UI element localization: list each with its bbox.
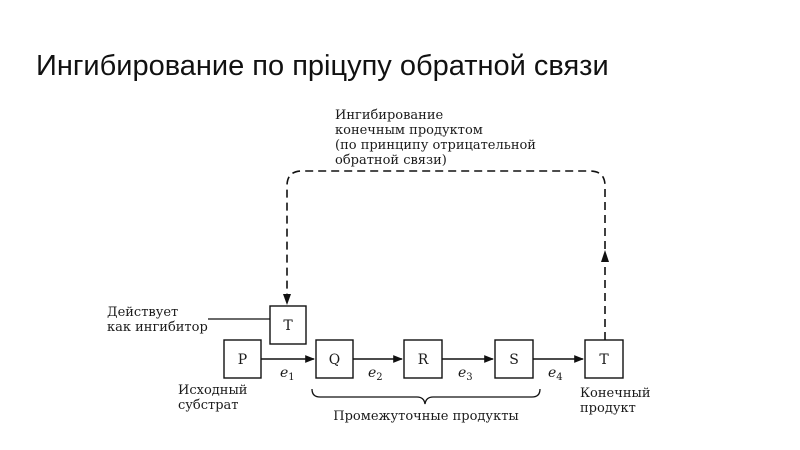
intermediates-brace bbox=[311, 388, 541, 405]
feedback-note-line-3: (по принципу отрицательной bbox=[335, 138, 536, 153]
feedback-down-arrowhead bbox=[283, 294, 291, 305]
enzyme-e3: e3 bbox=[458, 365, 473, 383]
intermediates-caption: Промежуточные продукты bbox=[333, 409, 518, 424]
svg-text:T: T bbox=[599, 352, 609, 368]
enzyme-e4: e4 bbox=[548, 365, 563, 383]
svg-text:Q: Q bbox=[329, 352, 340, 368]
node-s: S bbox=[494, 339, 534, 379]
inhibitor-box-label: T bbox=[283, 318, 293, 334]
svg-text:P: P bbox=[238, 352, 247, 368]
enzyme-e1: e1 bbox=[280, 365, 295, 383]
feedback-note-line-1: Ингибирование bbox=[335, 108, 444, 123]
enzyme-e2: e2 bbox=[368, 365, 383, 383]
feedback-note-line-4: обратной связи) bbox=[335, 153, 447, 168]
feedback-loop-line bbox=[286, 170, 606, 340]
node-r: R bbox=[403, 339, 443, 379]
inhibitor-box: T bbox=[269, 305, 307, 345]
source-caption-line-2: субстрат bbox=[178, 398, 239, 413]
page-title: Ингибирование по пріцупу обратной связи bbox=[36, 50, 609, 82]
end-product-caption-line-2: продукт bbox=[580, 401, 636, 416]
svg-text:S: S bbox=[509, 352, 519, 368]
node-p: P bbox=[223, 339, 262, 379]
svg-text:R: R bbox=[418, 352, 429, 368]
inhibitor-label-line-1: Действует bbox=[107, 305, 178, 320]
inhibitor-label-line-2: как ингибитор bbox=[107, 320, 208, 335]
end-product-caption-line-1: Конечный bbox=[580, 386, 651, 401]
node-q: Q bbox=[315, 339, 354, 379]
source-caption-line-1: Исходный bbox=[178, 383, 247, 398]
feedback-up-arrowhead bbox=[601, 250, 609, 262]
feedback-note-line-2: конечным продуктом bbox=[335, 123, 483, 138]
node-t: T bbox=[584, 339, 624, 379]
